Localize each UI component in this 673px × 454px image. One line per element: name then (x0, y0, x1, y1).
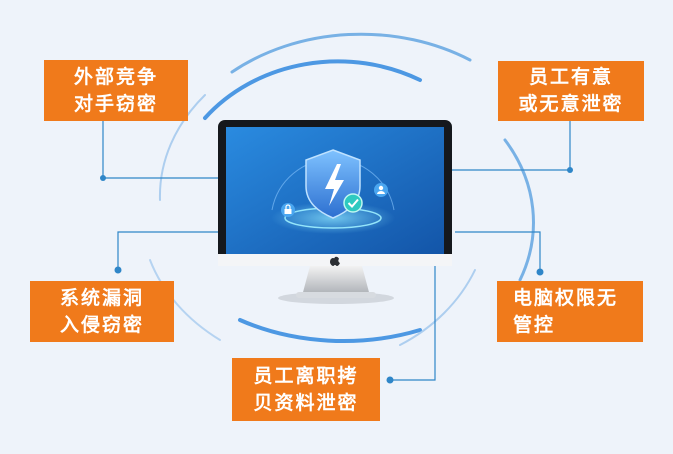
label-line-2: 入侵窃密 (59, 313, 144, 336)
label-line-2: 或无意泄密 (518, 93, 624, 115)
label-line-1: 员工离职拷 (253, 364, 359, 387)
user-icon (374, 183, 388, 197)
label-line-2: 贝资料泄密 (253, 391, 359, 414)
connector-dots (100, 167, 573, 384)
connector-top-right (452, 121, 571, 171)
checkmark-badge-icon (343, 193, 363, 213)
label-resignation-copy: 员工离职拷 贝资料泄密 (232, 358, 380, 421)
label-line-1: 电脑权限无 (513, 286, 619, 309)
connector-top-left (102, 121, 220, 179)
connector-mid-left (117, 231, 222, 270)
label-line-1: 系统漏洞 (59, 286, 144, 309)
connector-mid-right (455, 231, 541, 272)
decorative-rings (149, 32, 535, 346)
label-line-2: 管控 (513, 313, 556, 336)
connector-bottom (390, 262, 436, 381)
label-line-1: 外部竞争 (73, 65, 158, 88)
label-employee-leak: 员工有意 或无意泄密 (498, 61, 644, 121)
label-line-2: 对手窃密 (73, 92, 158, 115)
label-permission-control: 电脑权限无 管控 (497, 281, 643, 342)
label-competitor-theft: 外部竞争 对手窃密 (44, 60, 188, 121)
label-system-vulnerability: 系统漏洞 入侵窃密 (30, 281, 174, 342)
security-illustration (271, 149, 395, 234)
lock-icon (281, 203, 295, 217)
monitor-stand (278, 266, 394, 304)
apple-logo-icon (330, 256, 340, 266)
label-line-1: 员工有意 (528, 66, 613, 88)
